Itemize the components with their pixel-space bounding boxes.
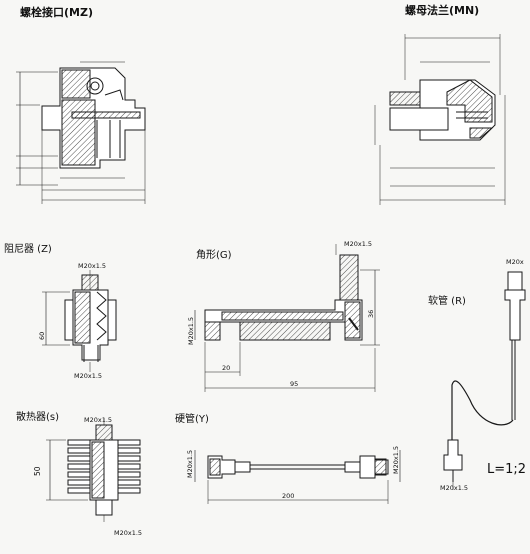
g-dim-20: 20 — [222, 364, 231, 372]
y-dim-200: 200 — [282, 492, 295, 500]
z-dim-m20-top: M20x1.5 — [78, 262, 107, 270]
r-drawing — [443, 271, 526, 490]
title-y: 硬管(Y) — [175, 414, 209, 425]
s-drawing — [46, 418, 141, 522]
mn-drawing — [374, 34, 506, 205]
r-dim-m20-bottom: M20x1.5 — [440, 484, 469, 492]
title-z: 阻尼器 (Z) — [4, 244, 52, 255]
s-dim-m20-bottom: M20x1.5 — [114, 529, 143, 537]
g-drawing — [194, 244, 380, 392]
r-ratio-label: L=1;2 — [487, 462, 527, 477]
mz-drawing — [16, 61, 146, 204]
title-mz: 螺栓接口(MZ) — [20, 6, 93, 19]
g-dim-95: 95 — [290, 380, 299, 388]
title-g: 角形(G) — [196, 250, 232, 261]
r-dim-m20-top: M20x — [506, 258, 524, 266]
g-dim-m20-top: M20x1.5 — [344, 240, 373, 248]
title-s: 散热器(s) — [16, 412, 60, 423]
z-drawing — [42, 270, 117, 372]
title-r: 软管 (R) — [428, 296, 466, 307]
title-mn: 螺母法兰(MN) — [405, 4, 480, 17]
y-drawing — [194, 450, 401, 504]
z-dim-m20-bottom: M20x1.5 — [74, 372, 103, 380]
s-dim-m20-top: M20x1.5 — [84, 416, 113, 424]
